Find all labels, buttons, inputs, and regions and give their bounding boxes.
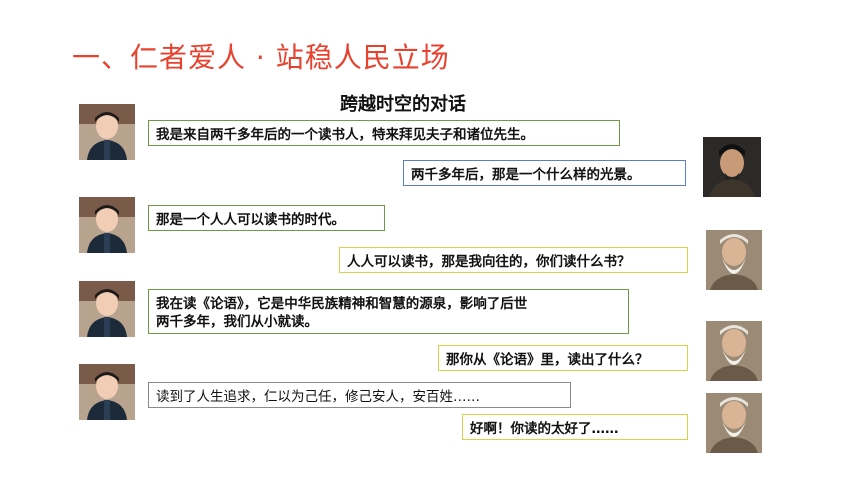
dialogue-bubble-confucius: 好啊！你读的太好了…… [462,414,688,440]
bubble-line: 两千多年，我们从小就读。 [156,314,318,330]
confucius-avatar [706,230,762,290]
dialogue-bubble-scholar: 两千多年后，那是一个什么样的光景。 [403,160,686,186]
confucius-avatar [706,393,762,453]
dialogue-bubble-confucius: 那你从《论语》里，读出了什么？ [438,345,688,371]
dialogue-bubble-student: 那是一个人人可以读书的时代。 [148,205,385,231]
dialogue-bubble-student: 读到了人生追求，仁以为己任，修己安人，安百姓…… [148,382,571,408]
student-avatar [79,197,135,253]
student-avatar [79,364,135,420]
slide-title: 一、仁者爱人 · 站稳人民立场 [72,41,450,74]
dialogue-bubble-student: 我是来自两千多年后的一个读书人，特来拜见夫子和诸位先生。 [148,120,620,146]
student-avatar [79,281,135,337]
student-avatar [79,104,135,160]
scholar-avatar [703,137,761,197]
bubble-line: 我在读《论语》，它是中华民族精神和智慧的源泉，影响了后世 [156,296,528,312]
dialogue-bubble-student: 我在读《论语》，它是中华民族精神和智慧的源泉，影响了后世 两千多年，我们从小就读… [148,289,629,334]
dialogue-subtitle: 跨越时空的对话 [340,94,466,115]
dialogue-bubble-confucius: 人人可以读书，那是我向往的，你们读什么书？ [339,247,688,273]
confucius-avatar [706,321,762,381]
